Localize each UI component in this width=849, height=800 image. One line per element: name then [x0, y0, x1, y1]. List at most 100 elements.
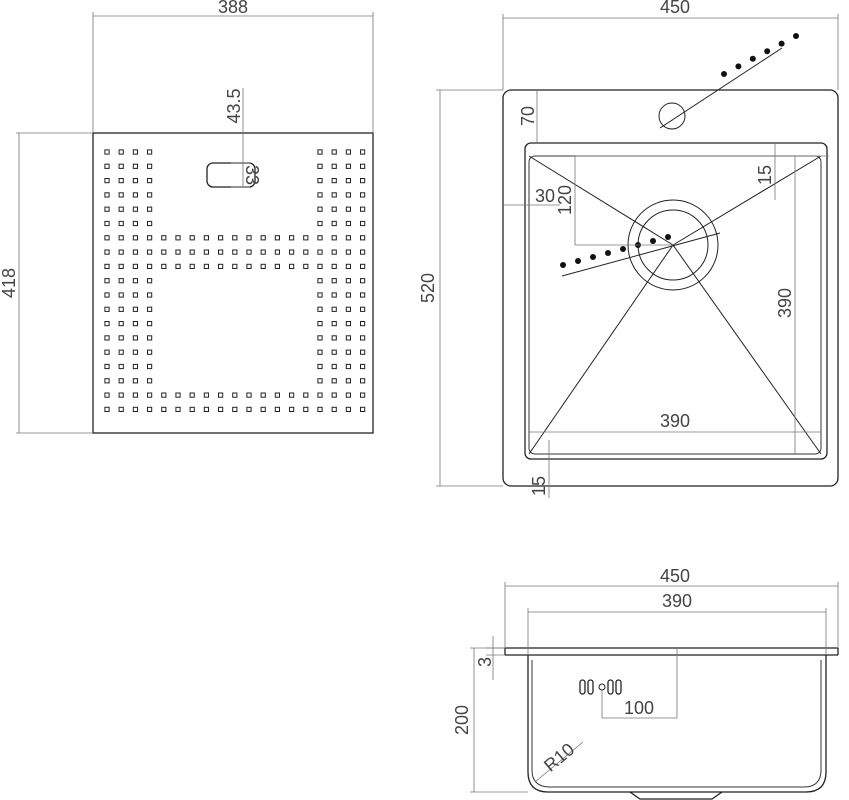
- side-gap-label: 30: [535, 186, 555, 206]
- grid-hole: [189, 235, 195, 241]
- grid-hole: [345, 363, 351, 370]
- grid-hole: [317, 335, 323, 341]
- grid-hole: [132, 321, 139, 327]
- overflow-slot: [579, 679, 586, 695]
- grid-hole: [331, 363, 337, 370]
- grid-hole: [317, 321, 323, 327]
- grid-hole: [317, 178, 323, 184]
- grid-hole: [118, 220, 124, 227]
- grid-hole: [161, 263, 167, 269]
- grid-hole: [104, 235, 110, 241]
- grid-hole: [360, 263, 366, 269]
- grid-hole: [104, 149, 110, 155]
- grid-hole: [161, 392, 167, 398]
- grid-hole: [132, 163, 139, 169]
- grid-hole: [331, 349, 337, 355]
- grid-hole: [147, 163, 153, 169]
- callout-dot: [749, 55, 756, 62]
- grid-hole: [147, 363, 153, 370]
- grid-hole: [331, 206, 337, 212]
- grid-hole: [274, 235, 280, 241]
- grid-hole: [345, 149, 351, 155]
- grid-width-label: 388: [218, 0, 248, 17]
- grid-hole: [203, 406, 210, 412]
- grid-hole: [317, 392, 323, 398]
- grid-hole: [104, 335, 110, 341]
- grid-hole: [175, 249, 181, 255]
- dim-line: [534, 741, 584, 783]
- grid-hole: [331, 378, 337, 384]
- grid-hole: [246, 263, 252, 269]
- grid-hole: [118, 306, 124, 312]
- grid-hole: [132, 249, 139, 255]
- grid-hole: [147, 263, 153, 269]
- grid-hole: [118, 292, 124, 298]
- grid-hole: [104, 263, 110, 269]
- grid-hole: [118, 249, 124, 255]
- grid-hole: [147, 321, 153, 327]
- grid-hole: [303, 235, 309, 241]
- grid-hole: [203, 263, 210, 269]
- outer-width-label: 450: [660, 0, 690, 17]
- grid-hole: [331, 392, 337, 398]
- grid-hole: [132, 292, 139, 298]
- grid-hole: [317, 292, 323, 298]
- grid-hole-pattern: [104, 149, 366, 412]
- grid-hole: [317, 149, 323, 155]
- grid-hole: [331, 149, 337, 155]
- grid-height-label: 418: [0, 268, 19, 298]
- side-drain-stub: [629, 791, 723, 800]
- grid-hole: [132, 406, 139, 412]
- grid-hole: [260, 263, 266, 269]
- grid-hole: [147, 306, 153, 312]
- grid-hole: [345, 321, 351, 327]
- grid-hole: [104, 292, 110, 298]
- grid-hole: [331, 163, 337, 169]
- grid-hole: [331, 178, 337, 184]
- grid-hole: [147, 335, 153, 341]
- grid-hole: [104, 206, 110, 212]
- grid-hole: [331, 220, 337, 227]
- grid-hole: [218, 392, 224, 398]
- grid-hole: [345, 206, 351, 212]
- grid-hole: [175, 235, 181, 241]
- grid-hole: [317, 278, 323, 284]
- corner-offset-label: 15: [755, 165, 775, 185]
- slope-line: [528, 244, 674, 455]
- grid-hole: [303, 263, 309, 269]
- grid-hole: [118, 321, 124, 327]
- grid-hole: [360, 392, 366, 398]
- grid-hole: [132, 263, 139, 269]
- grid-hole: [104, 321, 110, 327]
- grid-hole: [147, 406, 153, 412]
- grid-hole: [132, 220, 139, 227]
- grid-hole: [345, 378, 351, 384]
- grid-hole: [104, 349, 110, 355]
- grid-hole: [175, 406, 181, 412]
- grid-hole: [317, 235, 323, 241]
- side-overflow-label: 100: [624, 698, 654, 718]
- tap-leader-line: [659, 47, 783, 129]
- grid-hole: [132, 206, 139, 212]
- tap-offset-label: 70: [518, 106, 538, 126]
- overflow-slot: [615, 679, 622, 695]
- callout-dot: [620, 246, 626, 252]
- grid-hole: [331, 321, 337, 327]
- grid-hole: [345, 249, 351, 255]
- grid-hole: [317, 192, 323, 198]
- grid-hole: [317, 378, 323, 384]
- grid-hole: [360, 163, 366, 169]
- grid-panel-view: 388 418 43.5 33: [0, 0, 374, 434]
- grid-hole: [331, 249, 337, 255]
- grid-hole: [360, 306, 366, 312]
- slope-line: [672, 155, 822, 246]
- grid-hole: [118, 192, 124, 198]
- grid-hole: [360, 406, 366, 412]
- grid-hole: [132, 335, 139, 341]
- inner-width-label: 390: [660, 411, 690, 431]
- side-inner-width-label: 390: [662, 591, 692, 611]
- grid-hole: [289, 263, 295, 269]
- grid-hole: [118, 263, 124, 269]
- grid-hole: [218, 263, 224, 269]
